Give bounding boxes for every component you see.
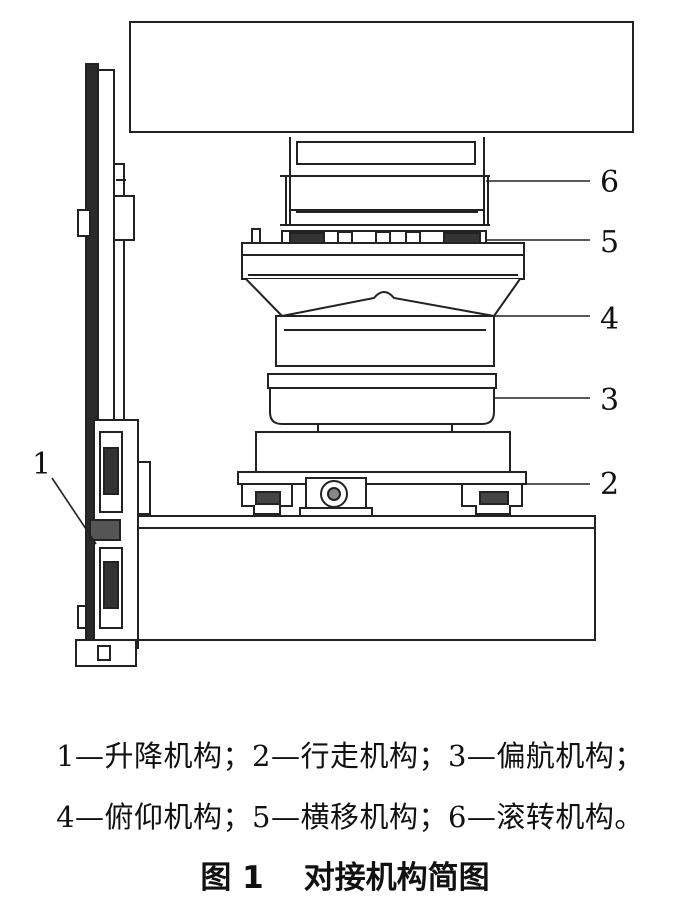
- walking-mechanism: [237, 431, 527, 517]
- figure-title: 对接机构简图: [303, 860, 490, 896]
- lifting-mechanism: [75, 63, 151, 667]
- callout-5: 5: [600, 225, 620, 260]
- roll-mechanism: [280, 137, 490, 226]
- figure-caption: 图 1 对接机构简图: [0, 852, 690, 897]
- leader-lines: [51, 180, 590, 545]
- callout-6: 6: [600, 165, 620, 200]
- base-platform: [137, 515, 596, 641]
- callout-1: 1: [32, 447, 52, 482]
- legend-line-2: 4—俯仰机构；5—横移机构；6—滚转机构。: [56, 800, 644, 834]
- callout-2: 2: [600, 467, 620, 502]
- figure-number: 图 1: [200, 860, 264, 896]
- callout-3: 3: [600, 383, 620, 418]
- leader-line-1: [51, 477, 97, 545]
- docking-mechanism-drawing: [51, 21, 634, 667]
- pitch-mechanism: [245, 278, 521, 367]
- callout-4: 4: [600, 302, 620, 337]
- traverse-mechanism: [241, 228, 525, 280]
- yaw-mechanism: [267, 373, 497, 433]
- top-load-block: [129, 21, 634, 133]
- legend-line-1: 1—升降机构；2—行走机构；3—偏航机构；: [56, 739, 644, 773]
